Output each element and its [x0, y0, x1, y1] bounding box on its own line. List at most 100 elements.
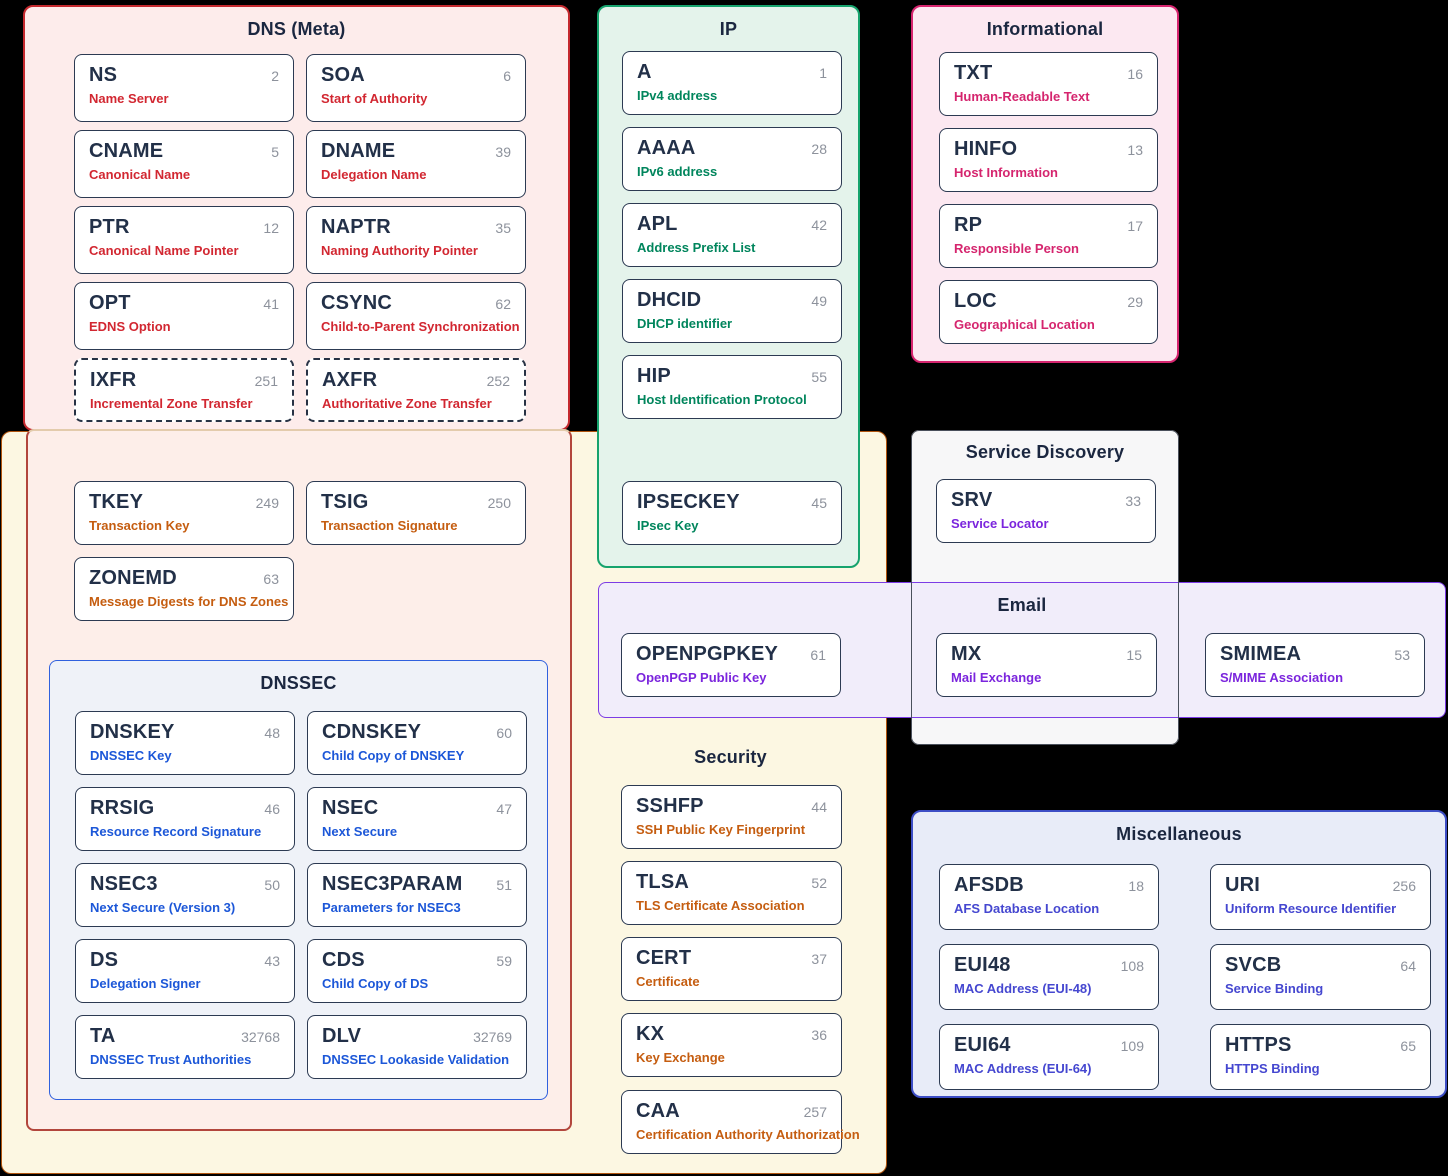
record-number: 51 [496, 877, 512, 893]
record-description: Canonical Name [89, 167, 191, 182]
card-csync: CSYNC 62 Child-to-Parent Synchronization [306, 282, 526, 350]
record-number: 65 [1400, 1038, 1416, 1054]
card-header: IPSECKEY 45 [637, 491, 827, 514]
record-description: Responsible Person [954, 241, 1079, 256]
card-header: URI 256 [1225, 874, 1416, 897]
record-description: Host Information [954, 165, 1058, 180]
group-title-dnssec: DNSSEC [260, 673, 337, 693]
record-description: OpenPGP Public Key [636, 670, 767, 685]
group-title-service-discovery: Service Discovery [965, 442, 1125, 462]
card-kx: KX 36 Key Exchange [621, 1013, 842, 1077]
card-header: DHCID 49 [637, 289, 827, 312]
record-number: 32769 [473, 1029, 512, 1045]
record-number: 49 [811, 293, 827, 309]
record-type: TA [90, 1025, 116, 1047]
record-number: 18 [1128, 878, 1144, 894]
record-description: AFS Database Location [954, 901, 1100, 916]
record-type: CDS [322, 949, 365, 971]
card-smimea: SMIMEA 53 S/MIME Association [1205, 633, 1425, 697]
card-header: TLSA 52 [636, 871, 827, 894]
card-header: TKEY 249 [89, 491, 279, 514]
record-description: MAC Address (EUI-48) [954, 981, 1092, 996]
record-description: Resource Record Signature [90, 824, 262, 839]
record-type: LOC [954, 290, 997, 312]
card-dhcid: DHCID 49 DHCP identifier [622, 279, 842, 343]
card-afsdb: AFSDB 18 AFS Database Location [939, 864, 1159, 930]
group-dns-meta: DNS (Meta) NS 2 Name Server SOA 6 Start … [23, 5, 570, 431]
card-ixfr: IXFR 251 Incremental Zone Transfer [74, 358, 294, 422]
card-header: NSEC 47 [322, 797, 512, 820]
card-header: NSEC3 50 [90, 873, 280, 896]
record-type: SSHFP [636, 795, 704, 817]
card-https: HTTPS 65 HTTPS Binding [1210, 1024, 1431, 1090]
record-number: 249 [255, 495, 279, 511]
record-description: Transaction Signature [321, 518, 458, 533]
card-header: NS 2 [89, 64, 279, 87]
card-rp: RP 17 Responsible Person [939, 204, 1158, 268]
card-header: HIP 55 [637, 365, 827, 388]
record-number: 47 [496, 801, 512, 817]
card-hinfo: HINFO 13 Host Information [939, 128, 1158, 192]
record-type: TKEY [89, 491, 144, 513]
card-srv: SRV 33 Service Locator [936, 479, 1156, 543]
record-number: 29 [1127, 294, 1143, 310]
record-type: NSEC [322, 797, 379, 819]
card-header: CERT 37 [636, 947, 827, 970]
record-description: Mail Exchange [951, 670, 1042, 685]
record-number: 2 [271, 68, 279, 84]
card-nsec: NSEC 47 Next Secure [307, 787, 527, 851]
record-description: Parameters for NSEC3 [322, 900, 461, 915]
record-type: HTTPS [1225, 1034, 1292, 1056]
record-type: HIP [637, 365, 671, 387]
card-header: SMIMEA 53 [1220, 643, 1410, 666]
card-header: CNAME 5 [89, 140, 279, 163]
record-type: SVCB [1225, 954, 1282, 976]
record-type: OPT [89, 292, 131, 314]
card-header: KX 36 [636, 1023, 827, 1046]
card-header: AXFR 252 [322, 369, 510, 392]
group-email: Email OPENPGPKEY 61 OpenPGP Public Key M… [598, 582, 1446, 718]
record-type: TSIG [321, 491, 369, 513]
card-mx: MX 15 Mail Exchange [936, 633, 1157, 697]
card-header: MX 15 [951, 643, 1142, 666]
record-type: AAAA [637, 137, 696, 159]
record-number: 55 [811, 369, 827, 385]
record-type: MX [951, 643, 982, 665]
card-header: CAA 257 [636, 1100, 827, 1123]
card-header: PTR 12 [89, 216, 279, 239]
record-description: Canonical Name Pointer [89, 243, 239, 258]
record-type: NSEC3 [90, 873, 158, 895]
record-description: Service Locator [951, 516, 1049, 531]
record-description: Next Secure (Version 3) [90, 900, 236, 915]
card-header: ZONEMD 63 [89, 567, 279, 590]
card-header: AFSDB 18 [954, 874, 1144, 897]
card-ptr: PTR 12 Canonical Name Pointer [74, 206, 294, 274]
record-number: 61 [810, 647, 826, 663]
group-title-informational: Informational [986, 19, 1104, 39]
card-header: DS 43 [90, 949, 280, 972]
record-type: NSEC3PARAM [322, 873, 463, 895]
group-title-miscellaneous: Miscellaneous [1116, 824, 1242, 844]
card-cert: CERT 37 Certificate [621, 937, 842, 1001]
record-type: HINFO [954, 138, 1018, 160]
record-number: 252 [486, 373, 510, 389]
card-uri: URI 256 Uniform Resource Identifier [1210, 864, 1431, 930]
card-ns: NS 2 Name Server [74, 54, 294, 122]
card-header: OPT 41 [89, 292, 279, 315]
card-header: SSHFP 44 [636, 795, 827, 818]
record-description: DHCP identifier [637, 316, 733, 331]
record-description: Authoritative Zone Transfer [322, 396, 492, 411]
card-header: HINFO 13 [954, 138, 1143, 161]
card-nsec3param: NSEC3PARAM 51 Parameters for NSEC3 [307, 863, 527, 927]
card-nsec3: NSEC3 50 Next Secure (Version 3) [75, 863, 295, 927]
record-description: Key Exchange [636, 1050, 725, 1065]
card-cds: CDS 59 Child Copy of DS [307, 939, 527, 1003]
card-dname: DNAME 39 Delegation Name [306, 130, 526, 198]
record-description: Naming Authority Pointer [321, 243, 478, 258]
record-number: 39 [495, 144, 511, 160]
record-type: NAPTR [321, 216, 391, 238]
record-number: 250 [487, 495, 511, 511]
card-apl: APL 42 Address Prefix List [622, 203, 842, 267]
record-type: PTR [89, 216, 130, 238]
record-type: NS [89, 64, 118, 86]
